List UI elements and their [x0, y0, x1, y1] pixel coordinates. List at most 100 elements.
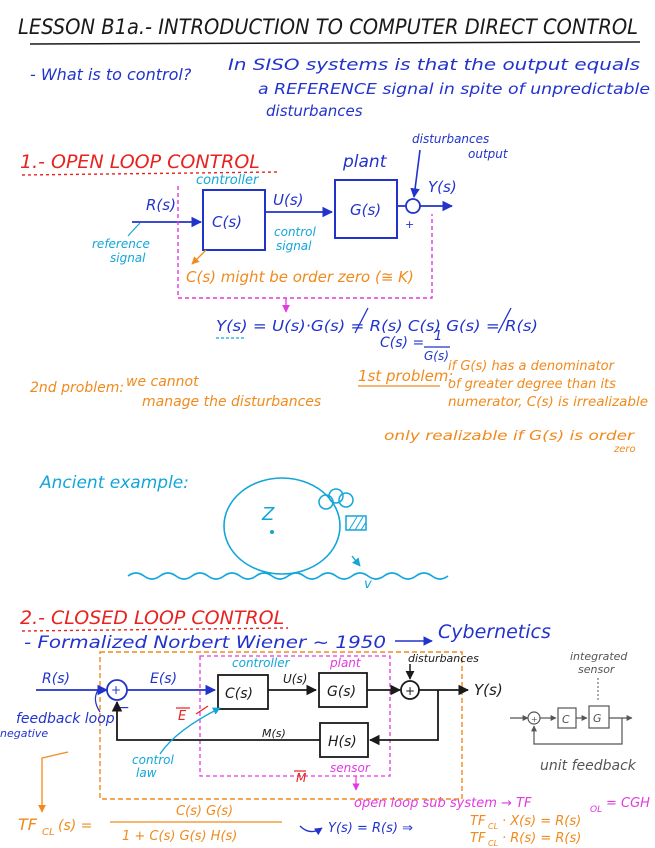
water-velocity-label: v — [364, 577, 372, 592]
wheel-gear-2 — [328, 488, 344, 504]
unit-feedback-g-label: G — [593, 712, 602, 725]
closed-loop-m-label: M(s) — [262, 727, 286, 740]
closed-loop-disturbances-label: disturbances — [408, 652, 479, 665]
open-loop-y-label: Y(s) — [428, 178, 457, 196]
closed-loop-e-label: E(s) — [150, 671, 177, 687]
closed-loop-feedback-return — [368, 690, 439, 746]
closed-loop-tf-ol-sub: OL — [590, 805, 602, 815]
water-velocity-arrow — [351, 555, 361, 567]
closed-loop-sensor-label: sensor — [330, 761, 371, 775]
closed-loop-tfcl-eq1-rest: · X(s) = R(s) — [502, 814, 581, 829]
open-loop-reference-line1: reference — [92, 237, 150, 251]
open-loop-plus-sign: + — [405, 218, 414, 231]
problem1-line2: of greater degree than its — [448, 377, 616, 392]
closed-loop-g-label: G(s) — [327, 684, 356, 700]
open-loop-r-label: R(s) — [146, 196, 176, 214]
closed-loop-outer-boundary — [99, 651, 463, 800]
water-wheel-illustration: Z v — [127, 477, 449, 592]
closed-loop-control-law-line2: law — [136, 766, 157, 780]
closed-loop-controller-label: controller — [232, 656, 291, 670]
open-loop-output-label: output — [468, 147, 509, 161]
closed-loop-open-sub-text: open loop sub system → TF — [354, 796, 532, 811]
title-block: LESSON B1a.- INTRODUCTION TO COMPUTER DI… — [18, 15, 641, 45]
closed-loop-feedback-brace — [94, 689, 101, 713]
closed-loop-implies-arrow — [299, 825, 323, 836]
closed-loop-r-label: R(s) — [42, 671, 70, 687]
closed-loop-tfcl-eq1-sub: CL — [488, 822, 498, 831]
wheel-paddle-hatch-1 — [348, 516, 358, 531]
open-loop-control-line1: control — [274, 225, 317, 239]
open-loop-controller-block — [202, 189, 266, 251]
intro-block: - What is to control? In SISO systems is… — [30, 55, 650, 120]
open-loop-heading: 1.- OPEN LOOP CONTROL — [20, 151, 260, 173]
closed-loop-tf-cl-sub: CL — [42, 827, 55, 838]
open-loop-eq2-lhs: C(s) = — [380, 335, 424, 351]
closed-loop-sum1-minus: − — [118, 700, 130, 716]
unit-feedback-sum-plus: + — [531, 715, 538, 724]
closed-loop-y-label: Y(s) — [474, 681, 503, 699]
closed-loop-section: 2.- CLOSED LOOP CONTROL - Formalized Nor… — [0, 607, 650, 848]
page-title: LESSON B1a.- INTRODUCTION TO COMPUTER DI… — [18, 15, 638, 39]
closed-loop-tf-cl-s: (s) = — [58, 818, 92, 834]
open-loop-order-pointer — [191, 249, 207, 265]
open-loop-boundary — [177, 186, 433, 299]
open-loop-controller-label: controller — [196, 173, 260, 188]
problem2-line2: manage the disturbances — [142, 394, 321, 410]
wheel-paddle-hatch-2 — [354, 516, 364, 531]
open-loop-eq1-cancel-r2 — [497, 307, 512, 334]
intro-answer-line2: a REFERENCE signal in spite of unpredict… — [258, 80, 650, 98]
problem1-heading: 1st problem: — [358, 367, 453, 385]
closed-loop-ebar-label: E — [178, 709, 187, 724]
closed-loop-tfcl-eq2-rest: · R(s) = R(s) — [502, 831, 581, 846]
closed-loop-formalized: - Formalized Norbert Wiener ~ 1950 — [24, 633, 386, 653]
open-loop-heading-underline — [21, 171, 279, 176]
closed-loop-mbar-label: M — [296, 771, 307, 785]
closed-loop-tfcl-eq2: TF — [470, 831, 486, 846]
open-loop-c-label: C(s) — [212, 213, 242, 231]
integrated-sensor-line2: sensor — [578, 663, 616, 676]
unit-feedback-g-block — [588, 705, 610, 729]
open-loop-sum-junction — [405, 198, 421, 214]
closed-loop-tf-cl-lhs: TF — [18, 815, 38, 834]
water-wave — [127, 572, 449, 580]
closed-loop-controller-block — [217, 674, 269, 710]
unit-feedback-c-label: C — [562, 713, 570, 726]
closed-loop-sum2-plus: + — [405, 684, 415, 698]
integrated-sensor-line1: integrated — [570, 650, 628, 663]
closed-loop-c-label: C(s) — [225, 686, 253, 702]
closed-loop-tfcl-eq2-sub: CL — [488, 839, 498, 848]
title-underline — [29, 41, 641, 45]
closed-loop-control-law-line1: control — [132, 753, 175, 767]
closed-loop-tfcl-eq1: TF — [470, 814, 486, 829]
open-loop-reference-pointer — [127, 222, 141, 237]
problem2-heading: 2nd problem: — [30, 380, 124, 396]
wheel-z-label: Z — [261, 504, 275, 525]
closed-loop-y-equation: Y(s) = R(s) ⇒ — [328, 821, 413, 836]
wheel-body — [223, 477, 341, 575]
ancient-example-section: Ancient example: Z v — [39, 473, 449, 592]
open-loop-eq2-numerator: 1 — [434, 329, 442, 344]
problem2-line1: we cannot — [126, 374, 199, 390]
wheel-hub — [270, 530, 274, 534]
open-loop-g-label: G(s) — [350, 201, 381, 219]
closed-loop-h-label: H(s) — [328, 734, 357, 750]
closed-loop-heading-underline — [21, 627, 289, 632]
unit-feedback-return — [531, 718, 623, 745]
closed-loop-u-label: U(s) — [283, 672, 307, 686]
closed-loop-tf-cl-numerator: C(s) G(s) — [176, 804, 233, 819]
problem1-line4: only realizable if G(s) is order — [384, 429, 636, 444]
closed-loop-feedback-to-sum — [111, 700, 320, 741]
closed-loop-inner-boundary — [199, 655, 391, 777]
intro-answer-line3: disturbances — [266, 102, 363, 120]
closed-loop-ebar-pointer — [195, 705, 209, 715]
open-loop-u-label: U(s) — [273, 191, 304, 209]
closed-loop-feedback-line2: negative — [0, 727, 48, 740]
closed-loop-heading: 2.- CLOSED LOOP CONTROL — [20, 607, 284, 629]
problem1-line1: if G(s) has a denominator — [448, 359, 616, 374]
unit-feedback-label: unit feedback — [540, 758, 637, 774]
closed-loop-sum1-plus: + — [111, 683, 121, 697]
wheel-gear-1 — [318, 494, 334, 510]
open-loop-eq1-cancel-r1 — [354, 307, 369, 334]
intro-question: - What is to control? — [30, 65, 192, 84]
